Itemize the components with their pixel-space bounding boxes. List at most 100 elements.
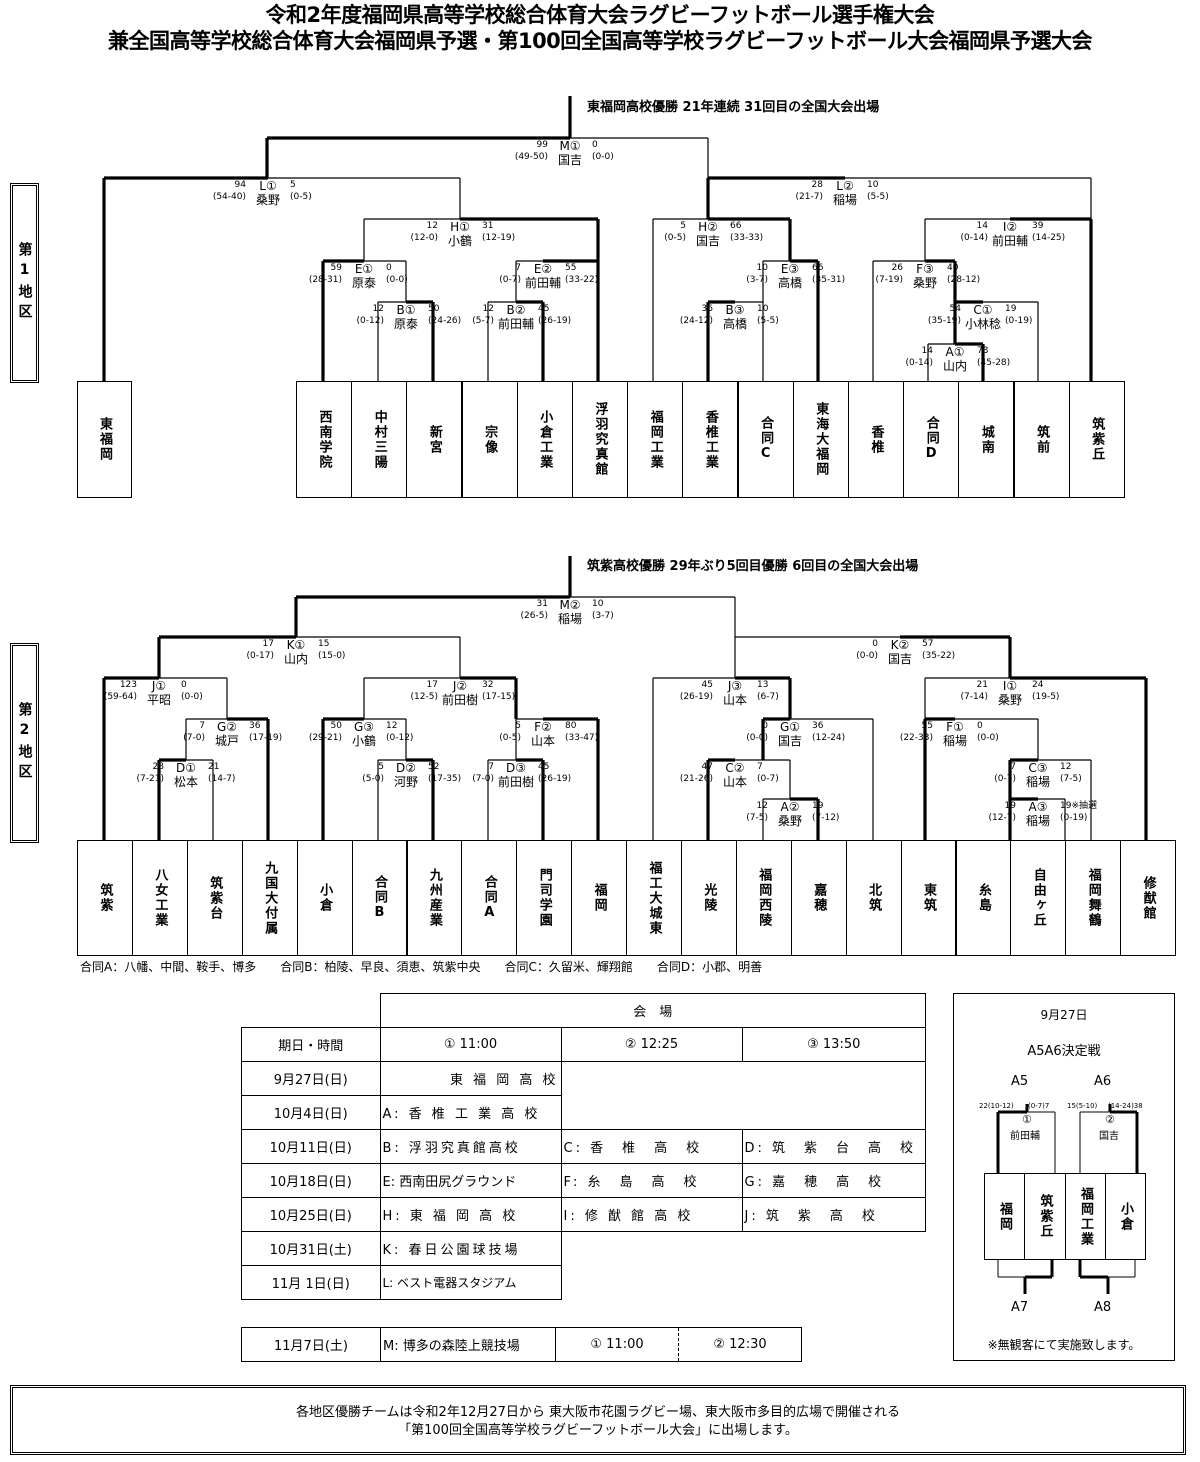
match-label: I① <box>1002 679 1018 693</box>
schedule-date: 9月27日(日) <box>241 1061 381 1096</box>
right-halves: (5-5) <box>867 192 889 202</box>
team-box: 西南学院 <box>296 381 352 498</box>
team-box: 福岡舞鶴 <box>1065 840 1122 956</box>
right-halves: (0-12) <box>386 733 414 743</box>
left-halves: (0-7) <box>499 275 521 285</box>
match-label: J③ <box>727 679 743 693</box>
right-halves: (0-0) <box>181 692 203 702</box>
match-venue: 前田樹 <box>441 693 479 707</box>
team-box: 香椎 <box>848 381 904 498</box>
right-halves: (5-5) <box>757 316 779 326</box>
district1-label-box: 第1地区 <box>10 183 39 383</box>
team-box: 福岡西陵 <box>735 840 792 956</box>
team-box: 浮羽究真館 <box>572 381 628 498</box>
right-halves: (17-19) <box>249 733 283 743</box>
team-name: 合同D <box>923 416 939 463</box>
match-venue: 桑野 <box>912 276 938 290</box>
right-halves: (0-0) <box>592 152 614 162</box>
left-halves: (7-0) <box>472 774 494 784</box>
right-halves: (0-0) <box>386 275 408 285</box>
team-name: 香椎 <box>868 424 884 455</box>
left-score: 31 <box>536 599 548 609</box>
schedule-venue: H: 東 福 岡 高 校 <box>379 1197 562 1232</box>
schedule-row: 9月27日(日) 東 福 岡 高 校 <box>241 1061 926 1130</box>
match-label: J② <box>452 679 468 693</box>
match-label: D③ <box>506 761 526 775</box>
a5a6-title: A5A6決定戦 <box>1027 1044 1101 1059</box>
match-venue: 桑野 <box>777 814 803 828</box>
right-score: 73 <box>977 346 989 356</box>
right-halves: (14-25) <box>1032 233 1066 243</box>
team-box: 合同D <box>903 381 960 498</box>
schedule-empty <box>560 1061 926 1130</box>
right-score: 45 <box>538 762 550 772</box>
right-score: 7 <box>757 762 763 772</box>
team-name: 香椎工業 <box>702 409 718 470</box>
team-box: 門司学園 <box>516 840 573 956</box>
match-venue: 国吉 <box>887 652 913 666</box>
left-score: 36 <box>701 304 713 314</box>
left-score: 7 <box>1010 762 1016 772</box>
a6-right-score: (14-24)38 <box>1108 1102 1143 1110</box>
left-halves: (49-50) <box>514 152 548 162</box>
right-score: 10 <box>592 599 604 609</box>
match-label: C③ <box>1028 761 1048 775</box>
right-halves: (45-28) <box>977 358 1011 368</box>
match-venue: 高橋 <box>777 276 803 290</box>
left-halves: (5-7) <box>472 316 494 326</box>
left-halves: (24-12) <box>679 316 713 326</box>
right-score: 0 <box>977 721 983 731</box>
right-halves: (35-31) <box>812 275 846 285</box>
left-score: 7 <box>515 263 521 273</box>
a5-label: A5 <box>1011 1074 1029 1089</box>
left-score: 5 <box>515 721 521 731</box>
left-halves: (7-0) <box>183 733 205 743</box>
match-venue: 城戸 <box>214 734 240 748</box>
right-halves: (26-19) <box>538 316 572 326</box>
left-score: 14 <box>976 221 988 231</box>
match-label: F③ <box>916 262 934 276</box>
schedule-row: 10月25日(日) H: 東 福 岡 高 校 I: 修 猷 館 高 校 J: 筑… <box>241 1197 926 1232</box>
schedule-row: 10月31日(土) K: 春日公園球技場 <box>241 1231 926 1266</box>
left-halves: (21-26) <box>679 774 713 784</box>
left-halves: (35-19) <box>927 316 961 326</box>
schedule-venue: C: 香 椎 高 校 <box>560 1129 743 1164</box>
right-halves: (6-7) <box>757 692 779 702</box>
left-halves: (22-33) <box>899 733 933 743</box>
match-label: G② <box>216 720 238 734</box>
match-venue: 前田輔 <box>991 234 1029 248</box>
match-venue: 稲場 <box>557 612 583 626</box>
right-score: 10 <box>867 180 879 190</box>
match-label: D② <box>396 761 416 775</box>
a5-right-score: (0-7)7 <box>1028 1102 1050 1110</box>
team-name: 筑紫丘 <box>1089 417 1105 462</box>
match-label: D① <box>176 761 196 775</box>
right-score: 45 <box>538 304 550 314</box>
team-box: 修猷館 <box>1120 840 1177 956</box>
right-halves: (24-26) <box>428 316 462 326</box>
left-halves: (5-0) <box>362 774 384 784</box>
left-score: 47 <box>701 762 713 772</box>
left-halves: (7-14) <box>960 692 988 702</box>
a6-label: A6 <box>1094 1074 1112 1089</box>
schedule-venue: B: 浮羽究真館高校 <box>379 1129 562 1164</box>
match-venue: 山本 <box>722 693 748 707</box>
right-score: 21 <box>208 762 220 772</box>
team-box: 福岡工業 <box>627 381 684 498</box>
match-venue: 国吉 <box>695 234 721 248</box>
schedule-venue: J: 筑 紫 高 校 <box>741 1197 926 1232</box>
team-name: 小倉 <box>317 883 333 913</box>
schedule-date: 10月31日(土) <box>241 1231 381 1266</box>
right-score: 15 <box>318 639 330 649</box>
match-label: E② <box>533 262 553 276</box>
team-name: 福工大城東 <box>646 860 662 936</box>
right-score: 36 <box>249 721 261 731</box>
schedule-venue: L: ベスト電器スタジアム <box>379 1265 562 1300</box>
a5a6-panel: 9月27日 A5A6決定戦 A5 A6 22(10-12) (0-7)7 15(… <box>953 993 1175 1361</box>
date-header: 期日・時間 <box>241 1027 381 1062</box>
right-score: 5 <box>290 180 296 190</box>
left-halves: (0-5) <box>664 233 686 243</box>
team-name: 光陵 <box>701 883 717 913</box>
match-label: H① <box>450 220 470 234</box>
team-name: 西南学院 <box>316 409 332 470</box>
